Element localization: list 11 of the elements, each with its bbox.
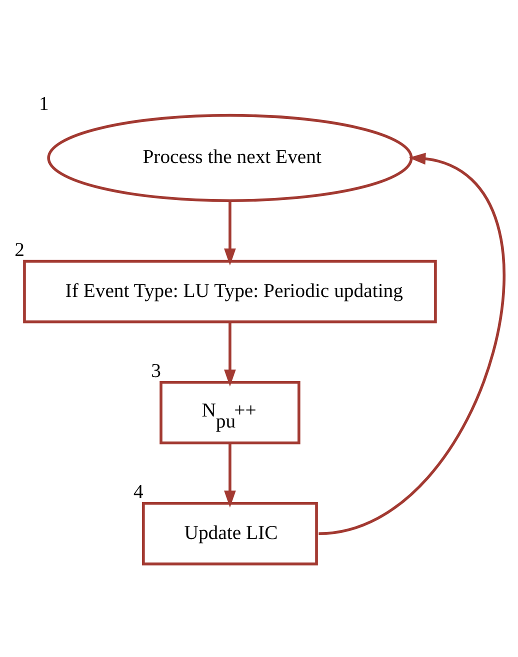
arrow bbox=[224, 322, 236, 386]
node-ellipse: Process the next Event bbox=[46, 113, 412, 202]
arrow bbox=[224, 200, 236, 265]
arrow bbox=[318, 152, 505, 535]
node-label: 1 bbox=[38, 92, 48, 114]
node-box: If Event Type: LU Type: Periodic updating bbox=[22, 259, 436, 323]
node-label: 4 bbox=[133, 480, 143, 503]
node-label: 2 bbox=[14, 238, 24, 260]
node-box: Update LIC bbox=[142, 501, 318, 565]
node-label: 3 bbox=[150, 360, 160, 382]
arrow bbox=[224, 442, 236, 508]
